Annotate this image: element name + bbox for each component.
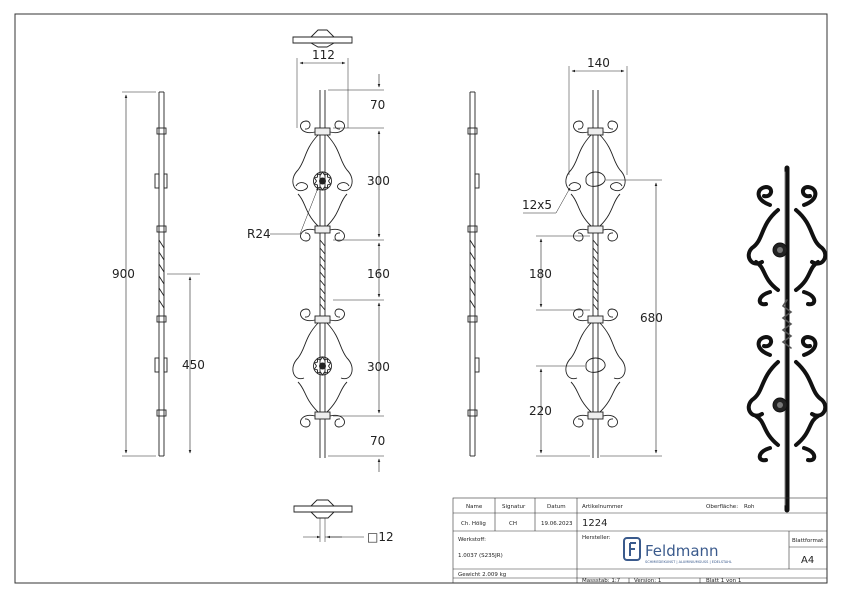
- side-view-right: [467, 91, 480, 457]
- isometric-preview: [746, 165, 828, 513]
- surface-value: Roh: [744, 504, 755, 510]
- dim-300-lower-label: 300: [367, 360, 390, 374]
- dimension-900: 900: [112, 91, 156, 457]
- material-label: Werkstoff:: [458, 537, 486, 543]
- sheet-format-value: A4: [801, 555, 814, 566]
- dim-bottom-70-label: 70: [370, 434, 385, 448]
- dim-140-label: 140: [587, 56, 610, 70]
- dim-top-70-label: 70: [370, 98, 385, 112]
- material-value: 1.0037 (S235JR): [458, 553, 503, 559]
- title-block: [452, 497, 828, 584]
- logo-text: Feldmann: [645, 542, 719, 560]
- article-label: Artikelnummer: [582, 504, 624, 510]
- dim-680-label: 680: [640, 311, 663, 325]
- radius-callout: R24: [247, 187, 319, 241]
- signature-value: CH: [509, 521, 517, 527]
- title-block-text: Name Signatur Datum Artikelnummer Oberfl…: [458, 504, 824, 584]
- date-label: Datum: [547, 504, 566, 510]
- logo-tagline: SCHMIEDEKUNST | ALUMINIUMGUSS | EDELSTAH…: [645, 560, 732, 564]
- manufacturer-label: Hersteller:: [582, 535, 611, 541]
- dim-220-label: 220: [529, 404, 552, 418]
- dimension-112: 112: [296, 48, 349, 128]
- dimension-450: 450: [167, 273, 205, 454]
- dimension-680: 680: [600, 179, 663, 457]
- dim-12x5-label: 12x5: [522, 198, 552, 212]
- dimension-chain-front: [328, 74, 384, 472]
- dim-180-label: 180: [529, 267, 552, 281]
- version-text: Version: 1: [634, 578, 661, 584]
- feldmann-logo: Feldmann SCHMIEDEKUNST | ALUMINIUMGUSS |…: [623, 537, 732, 564]
- dim-112-label: 112: [312, 48, 335, 62]
- date-value: 19.06.2023: [541, 521, 573, 527]
- signature-label: Signatur: [502, 504, 526, 510]
- front-view: [292, 29, 353, 519]
- name-value: Ch. Hölig: [461, 521, 486, 527]
- dimension-chain-front-labels: 70 300 160 300 70: [367, 98, 390, 448]
- surface-label: Oberfläche:: [706, 504, 738, 510]
- side-view-left: [154, 91, 168, 457]
- weight-text: Gewicht 2.009 kg: [458, 572, 506, 578]
- name-label: Name: [466, 504, 483, 510]
- dim-r24-label: R24: [247, 227, 271, 241]
- flat-bar-callout: 12x5: [522, 187, 571, 214]
- dimension-180: 180: [529, 235, 590, 311]
- dim-450-label: 450: [182, 358, 205, 372]
- drawing-border: [14, 13, 828, 584]
- dim-160-label: 160: [367, 267, 390, 281]
- article-value: 1224: [582, 518, 607, 529]
- dimension-140: 140: [568, 56, 628, 175]
- sheet-text: Blatt 1 von 1: [706, 578, 741, 584]
- detail-view: [565, 90, 626, 458]
- dim-300-upper-label: 300: [367, 174, 390, 188]
- scale-text: Massstab: 1:7: [582, 578, 621, 584]
- dim-square-label: □12: [367, 530, 394, 544]
- dimension-220: 220: [529, 365, 590, 457]
- sheet-format-label: Blattformat: [792, 538, 824, 544]
- dim-900-label: 900: [112, 267, 135, 281]
- square-bar-callout: □12: [303, 518, 394, 544]
